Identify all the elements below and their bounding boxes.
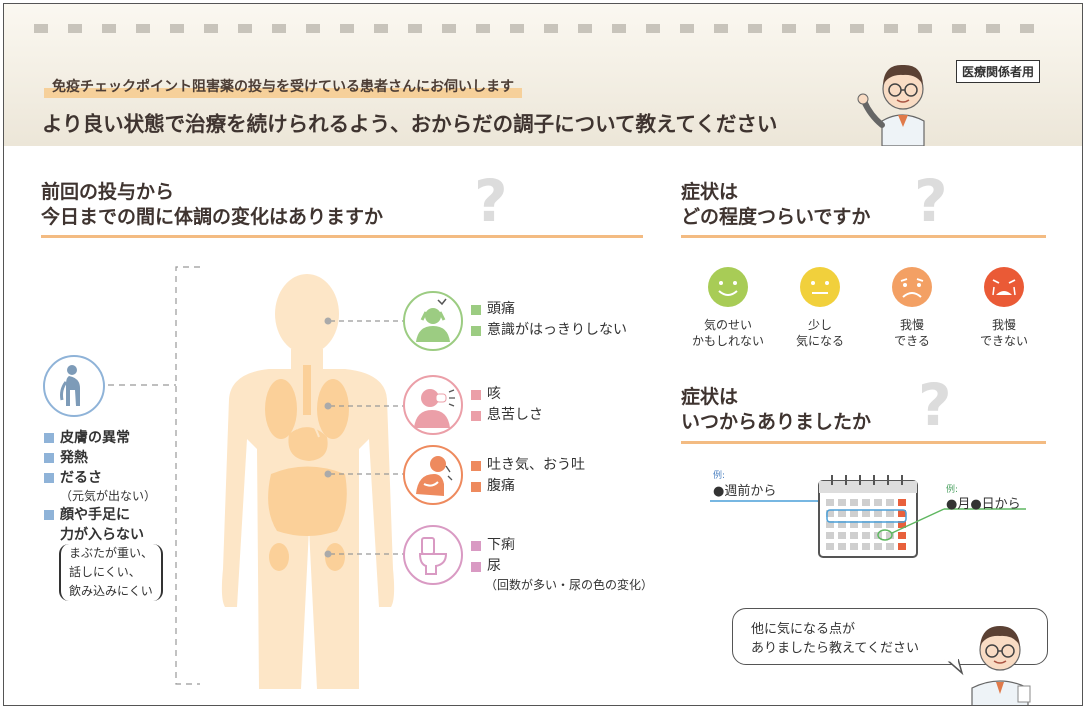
calendar-day-cell [886,532,894,539]
bracket-connector [108,266,200,685]
doctor-icon [971,626,1031,705]
calendar-day-cell [898,543,906,550]
calendar-day-cell [898,532,906,539]
calendar-day-cell [850,510,858,517]
calendar-icon [710,475,1026,558]
weeks-ago-label: ●週前から [713,484,777,499]
binding-tabs [34,24,1034,33]
other-concerns-bubble: 他に気になる点が ありましたら教えてください [732,608,1048,665]
calendar-day-cell [898,510,906,517]
symptom-weakness: 顔や手足に [44,505,156,525]
face-label-4: 我慢できない [979,318,1028,348]
calendar-day-cell [874,521,882,528]
calendar-day-cell [838,510,846,517]
calendar-day-cell [898,521,906,528]
smiling-face-icon [708,267,748,307]
calendar-day-cell [838,532,846,539]
bubble-tail [944,659,964,676]
calendar-day-cell [862,499,870,506]
calendar-day-cell [874,510,882,517]
question-mark-icon: ? [914,167,948,235]
calendar-day-cell [862,543,870,550]
human-body-icon [221,274,395,689]
crying-face-icon [984,267,1024,307]
section2-underline [681,235,1046,238]
face-label-1: 気のせいかもしれない [691,318,764,348]
calendar-day-cell [850,499,858,506]
weakness-details: まぶたが重い、 話しにくい、 飲み込みにくい [59,544,164,601]
calendar-day-cell [838,521,846,528]
doctor-pointing-icon [857,64,925,146]
calendar-day-cell [862,521,870,528]
calendar-day-cell [850,532,858,539]
toilet-icon [403,525,463,585]
calendar-day-cell [838,499,846,506]
example-label-right: 例: [946,485,959,495]
calendar-day-cell [886,543,894,550]
calendar-day-cell [838,543,846,550]
calendar-day-cell [850,521,858,528]
header: 免疫チェックポイント阻害薬の投与を受けている患者さんにお伺いします より良い状態… [4,4,1082,146]
nausea-icon [403,445,463,505]
calendar-day-cell [826,543,834,550]
section2-heading: 症状は どの程度つらいですか [681,181,871,228]
group-head: 頭痛 意識がはっきりしない [471,299,627,341]
calendar-day-cell [886,499,894,506]
face-label-2: 少し気になる [795,318,844,348]
page: 免疫チェックポイント阻害薬の投与を受けている患者さんにお伺いします より良い状態… [3,3,1083,706]
section1-heading: 前回の投与から 今日までの間に体調の変化はありますか [41,181,384,228]
calendar-day-cell [862,510,870,517]
calendar-day-cell [826,532,834,539]
calendar-day-cell [886,510,894,517]
calendar-day-cell [826,499,834,506]
date-from-label: ●月●日から [946,497,1021,512]
calendar-day-cell [826,521,834,528]
group-bowel: 下痢 尿 （回数が多い・尿の色の変化） [471,535,653,594]
section3-heading: 症状は いつからありましたか [681,386,872,433]
left-symptom-list: 皮膚の異常 発熱 だるさ （元気が出ない） 顔や手足に 力が入らない [44,428,156,545]
section1-underline [41,235,643,238]
calendar-day-cell [898,499,906,506]
group-lungs: 咳 息苦しさ [471,384,543,426]
organ-connectors [324,317,406,558]
question-mark-icon: ? [918,371,952,439]
neutral-face-icon [800,267,840,307]
calendar-day-cell [826,510,834,517]
cough-icon [403,375,463,435]
worried-face-icon [892,267,932,307]
stooped-person-icon [43,355,105,417]
symptom-fever: 発熱 [44,448,156,468]
symptom-fatigue: だるさ [44,468,156,488]
header-subtitle: 免疫チェックポイント阻害薬の投与を受けている患者さんにお伺いします [44,76,522,98]
calendar-day-cell [886,521,894,528]
question-mark-icon: ? [474,167,508,235]
calendar-day-cell [862,532,870,539]
group-stomach: 吐き気、おう吐 腹痛 [471,455,585,497]
face-label-3: 我慢できる [894,318,930,348]
calendar-day-cell [850,543,858,550]
fatigue-note: （元気が出ない） [60,489,157,503]
symptom-skin: 皮膚の異常 [44,428,156,448]
headache-icon [403,291,463,351]
section3-underline [681,441,1046,444]
calendar-day-cell [874,499,882,506]
audience-badge: 医療関係者用 [956,60,1041,83]
calendar-day-cell [874,543,882,550]
example-label-left: 例: [713,471,726,481]
header-title: より良い状態で治療を続けられるよう、おからだの調子について教えてください [42,112,778,136]
